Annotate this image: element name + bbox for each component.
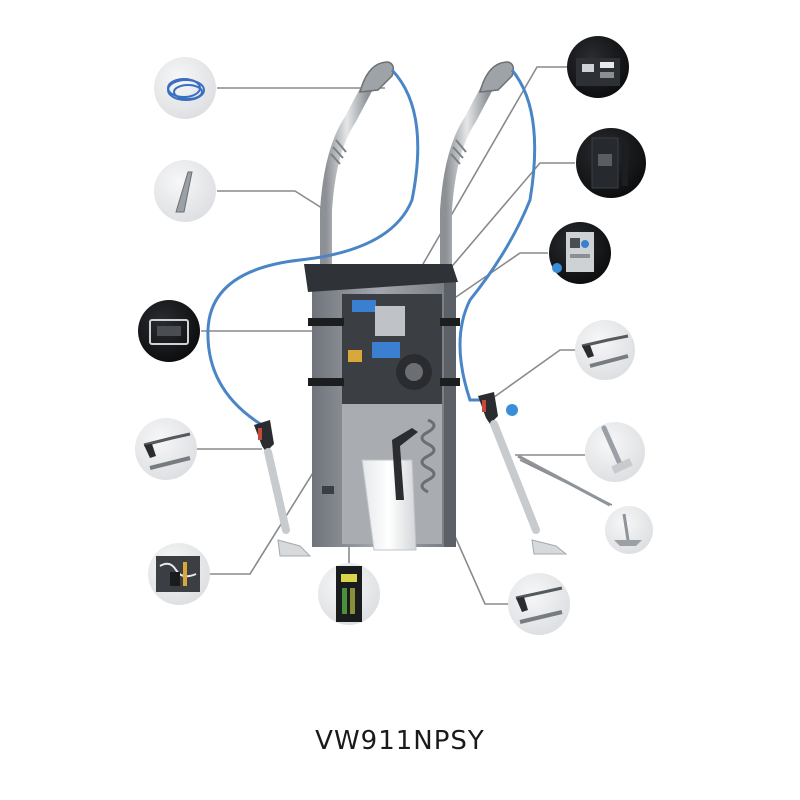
yellow-fitting: [348, 350, 362, 362]
motor-fan: [405, 363, 423, 381]
card-reader-icon: [576, 58, 620, 86]
left-gun-trigger: [258, 428, 262, 440]
cabinet: [304, 264, 460, 551]
thumb-control-module: [318, 563, 380, 625]
model-caption: VW911NPSY: [315, 726, 485, 756]
blue-pump: [372, 342, 400, 358]
cabinet-lid: [304, 264, 458, 292]
internal-hose-coil: [420, 418, 436, 494]
hoses: [206, 68, 537, 427]
thumb-spray-gun-right: [575, 320, 635, 380]
module-icon: [336, 566, 362, 622]
spray-gun-icon: [143, 432, 191, 470]
selector-icon: [566, 232, 594, 272]
spray-gun-icon: [581, 334, 629, 368]
leader-coin-panel: [424, 162, 575, 299]
right-lance: [490, 420, 540, 534]
spray-gun-icon: [515, 586, 563, 624]
brush-icon: [601, 425, 633, 474]
right-boom-joint: [450, 139, 467, 165]
thumb-lance-tool: [154, 160, 216, 222]
leader-spray-gun-right: [489, 349, 578, 401]
left-hose: [206, 68, 420, 427]
thumb-coiled-hose: [154, 57, 216, 119]
side-latch: [322, 486, 334, 494]
right-lance-foot: [531, 539, 568, 555]
left-lance: [264, 448, 290, 534]
right-lower-strap: [440, 378, 460, 386]
water-drop-badge: [506, 404, 518, 416]
thumb-spray-gun-bottom: [508, 573, 570, 635]
wand-rod: [517, 454, 611, 507]
cabinet-right-side: [444, 282, 456, 547]
right-boom-head: [478, 61, 515, 93]
left-lance-foot: [277, 539, 312, 557]
blue-valve-block: [352, 300, 376, 312]
left-boom-head: [358, 61, 395, 93]
leader-card-reader: [407, 66, 568, 291]
thumb-foam-brush: [585, 422, 645, 482]
coin-panel-icon: [591, 137, 628, 189]
lance-icon: [175, 171, 193, 213]
thumb-coin-panel: [576, 128, 646, 198]
left-lower-strap: [308, 378, 344, 386]
control-box: [375, 306, 405, 336]
thumb-display-panel: [138, 300, 200, 362]
thumb-wand-nozzle: [605, 506, 653, 554]
hose-coil-icon: [167, 78, 205, 101]
thumb-card-reader: [567, 36, 629, 98]
right-gun-trigger: [482, 400, 486, 412]
boom-arms: [320, 61, 515, 476]
hanging-tools: [254, 392, 611, 557]
display-icon: [149, 319, 189, 345]
nozzle-icon: [614, 513, 642, 546]
right-mount-strap: [440, 318, 460, 326]
left-mount-strap: [308, 318, 344, 326]
holstered-gun: [392, 428, 418, 500]
left-spray-gun-handle: [254, 420, 274, 452]
valve-icon: [156, 556, 200, 592]
blue-pointer-dot: [552, 263, 562, 273]
thumb-spray-gun-left: [135, 418, 197, 480]
left-boom-joint: [330, 139, 347, 165]
right-hose: [458, 69, 537, 402]
thumb-valve-assembly: [148, 543, 210, 605]
thumb-selector-panel: [549, 222, 611, 284]
component-thumbnails: [135, 36, 653, 635]
leader-lance-tool: [217, 190, 326, 211]
